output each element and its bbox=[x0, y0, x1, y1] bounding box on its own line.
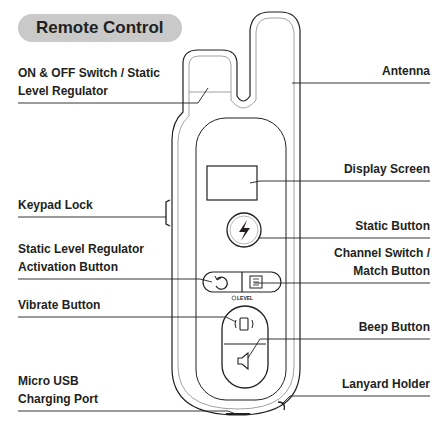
part-label: Keypad Lock bbox=[18, 196, 158, 214]
remote-body bbox=[166, 12, 300, 415]
part-label: Display Screen bbox=[310, 160, 430, 178]
leader-lines bbox=[18, 83, 430, 414]
part-label: Static Button bbox=[290, 217, 430, 235]
part-label: ON & OFF Switch / Static Level Regulator bbox=[18, 64, 168, 100]
part-label: Micro USB Charging Port bbox=[18, 372, 108, 408]
part-label: Channel Switch / Match Button bbox=[320, 244, 430, 280]
part-label: Vibrate Button bbox=[18, 296, 168, 314]
title-pill: Remote Control bbox=[18, 14, 182, 42]
button-caption: LEVEL bbox=[237, 295, 257, 301]
part-label: Lanyard Holder bbox=[310, 375, 430, 393]
part-label: Beep Button bbox=[290, 318, 430, 336]
part-label: Antenna bbox=[310, 62, 430, 80]
part-label: Static Level Regulator Activation Button bbox=[18, 240, 168, 276]
